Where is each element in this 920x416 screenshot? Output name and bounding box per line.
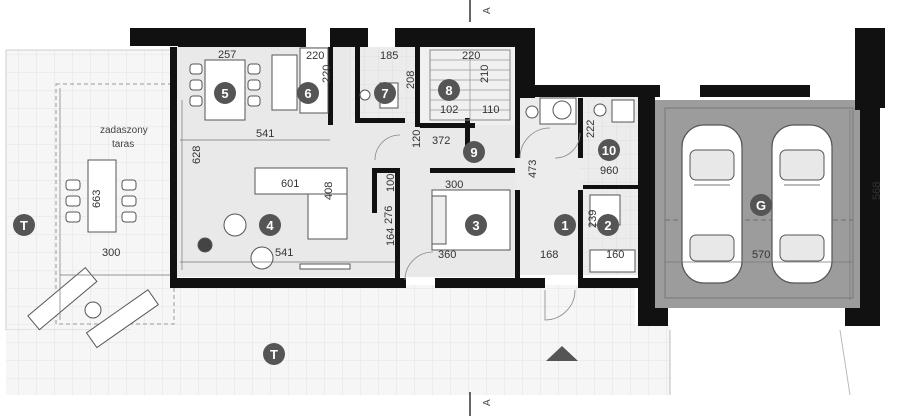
room-badge-10: 10: [598, 139, 620, 161]
svg-text:7: 7: [381, 86, 388, 101]
room-badge-g: G: [750, 194, 772, 216]
dim-168: 168: [540, 249, 558, 261]
room-badge-8: 8: [438, 79, 460, 101]
dim-120: 120: [411, 130, 423, 148]
terrace-area: [5, 49, 851, 396]
svg-text:T: T: [20, 218, 28, 233]
door-swings: [374, 127, 581, 321]
svg-text:8: 8: [445, 83, 452, 98]
dim-663: 663: [91, 190, 103, 208]
room-badge-5: 5: [214, 82, 236, 104]
dim-360: 360: [438, 249, 456, 261]
dim-164: 164: [385, 228, 397, 246]
room-badge-2: 2: [597, 214, 619, 236]
room-badge-t-left: T: [13, 214, 35, 236]
dim-960: 960: [600, 165, 618, 177]
svg-text:4: 4: [266, 218, 274, 233]
car-right: [771, 124, 833, 284]
dim-408: 408: [323, 182, 335, 200]
terrace-label-line1: zadaszony: [100, 125, 148, 136]
furniture: [27, 47, 636, 349]
dim-257: 257: [218, 49, 236, 61]
room-badge-7: 7: [374, 82, 396, 104]
dim-541-top: 541: [256, 128, 274, 140]
svg-text:2: 2: [604, 218, 611, 233]
dim-100: 100: [385, 174, 397, 192]
entrance-arrow-icon: [546, 346, 578, 361]
dim-185: 185: [380, 50, 398, 62]
dim-541-bottom: 541: [275, 247, 293, 259]
room-badge-1: 1: [554, 214, 576, 236]
dim-220-top: 220: [306, 50, 324, 62]
room-badge-9: 9: [463, 141, 485, 163]
dim-372: 372: [432, 135, 450, 147]
room-badge-6: 6: [297, 82, 319, 104]
room-badge-4: 4: [259, 214, 281, 236]
dim-110: 110: [482, 104, 500, 116]
dim-160: 160: [606, 249, 624, 261]
svg-text:6: 6: [304, 86, 311, 101]
dim-276: 276: [383, 206, 395, 224]
dim-300-terrace: 300: [102, 247, 120, 259]
dim-628: 628: [191, 146, 203, 164]
dimension-labels: 257 220 185 220 220 208 210 102 110 541 …: [91, 49, 883, 261]
dimension-lines: [59, 88, 853, 320]
dim-601: 601: [281, 178, 299, 190]
svg-text:9: 9: [470, 145, 477, 160]
room-badge-3: 3: [465, 214, 487, 236]
svg-text:10: 10: [602, 143, 616, 158]
dim-568: 568: [871, 182, 883, 200]
dim-300-bedroom: 300: [445, 179, 463, 191]
section-marker-bottom: A: [469, 392, 493, 416]
room-badge-t-bottom: T: [263, 343, 285, 365]
section-marker-top: A: [469, 0, 493, 22]
dim-210: 210: [479, 65, 491, 83]
svg-text:G: G: [756, 198, 766, 213]
svg-text:T: T: [270, 347, 278, 362]
svg-text:A: A: [482, 399, 493, 406]
dim-102: 102: [440, 104, 458, 116]
svg-text:A: A: [482, 7, 493, 14]
dim-220-stair: 220: [462, 50, 480, 62]
walls: [130, 28, 885, 326]
dim-473: 473: [527, 160, 539, 178]
terrace-label-line2: taras: [112, 139, 134, 150]
dim-222: 222: [585, 120, 597, 138]
car-left: [681, 124, 743, 284]
svg-text:1: 1: [561, 218, 568, 233]
svg-text:5: 5: [221, 86, 228, 101]
dim-239: 239: [587, 210, 599, 228]
svg-text:3: 3: [472, 218, 479, 233]
dim-570: 570: [752, 249, 770, 261]
dim-220-kitchen: 220: [321, 65, 333, 83]
dim-208: 208: [405, 71, 417, 89]
